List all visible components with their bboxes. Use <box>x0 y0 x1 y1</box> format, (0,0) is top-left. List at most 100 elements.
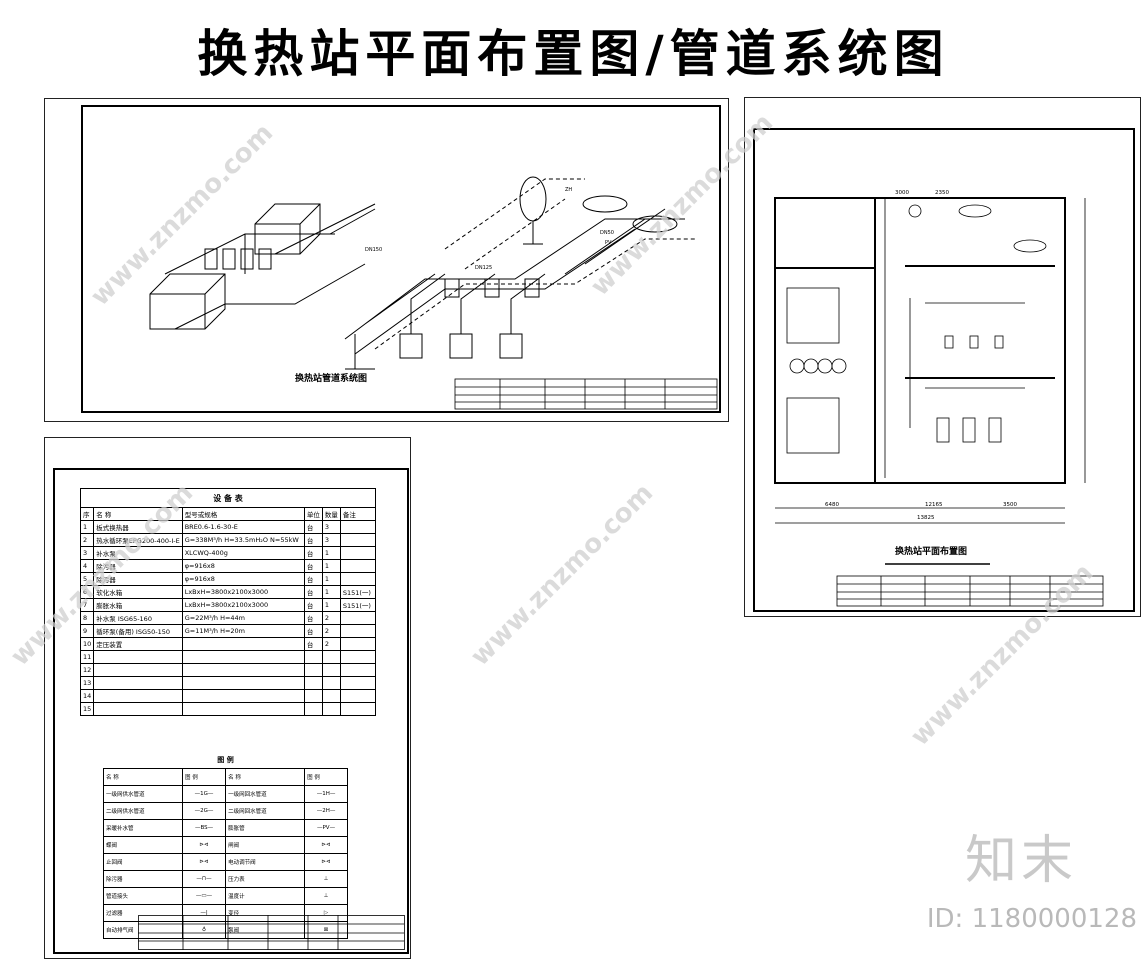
table-cell: 11 <box>79 650 95 664</box>
table-cell: 2 <box>321 637 341 651</box>
table-cell <box>303 702 323 716</box>
legend-header: 图 例 <box>304 768 348 786</box>
table-cell <box>339 702 377 716</box>
header-cell: 备注 <box>339 507 377 521</box>
table-cell <box>93 663 183 677</box>
plan-dim: 13825 <box>917 515 935 521</box>
table-cell: 台 <box>303 533 323 547</box>
table-row: 13 <box>79 676 377 690</box>
table-cell: LxBxH=3800x2100x3000 <box>181 585 305 599</box>
legend-row: 自动排气阀♁泵阀⊠ <box>103 921 348 939</box>
legend-header: 名 称 <box>103 768 183 786</box>
table-cell: 2 <box>321 624 341 638</box>
legend-cell: 闸阀 <box>225 836 306 854</box>
legend-cell: ⊳⊲ <box>181 853 227 871</box>
table-cell: 13 <box>79 676 95 690</box>
table-cell: 2 <box>79 533 95 547</box>
table-cell: 6 <box>79 585 95 599</box>
pipe-label: DN150 <box>365 247 382 253</box>
table-cell: 3 <box>79 546 95 560</box>
pipe-label: PV <box>605 240 612 246</box>
legend-cell: ⊥ <box>304 887 348 905</box>
table-cell: LxBxH=3800x2100x3000 <box>181 598 305 612</box>
table-cell: 循环泵(备用) ISG50-150 <box>93 624 183 638</box>
table-cell: 14 <box>79 689 95 703</box>
table-cell <box>339 572 377 586</box>
legend-cell: 一级网供水管道 <box>103 785 183 803</box>
floor-plan-caption: 换热站平面布置图 <box>895 545 967 557</box>
legend-cell: 止回阀 <box>103 853 183 871</box>
legend-row: 除污器—⊓—压力表⊥ <box>103 870 348 888</box>
table-cell: 1 <box>321 546 341 560</box>
legend-cell: —1H— <box>304 785 348 803</box>
table-cell <box>181 689 305 703</box>
pipe-label: DN125 <box>475 265 492 271</box>
table-cell <box>303 676 323 690</box>
legend-row: 蝶阀⊳⊲闸阀⊳⊲ <box>103 836 348 854</box>
pipe-system-sheet: 换热站管道系统图 DN150 DN125 PV ZH DN50 <box>44 98 729 422</box>
table-cell <box>321 689 341 703</box>
table-cell: 12 <box>79 663 95 677</box>
table-cell: XLCWQ-400g <box>181 546 305 560</box>
header-cell: 序 <box>79 507 95 521</box>
pipe-label: ZH <box>565 187 572 193</box>
table-cell: 1 <box>321 559 341 573</box>
table-cell: G=22M³/h H=44m <box>181 611 305 625</box>
table-cell <box>181 702 305 716</box>
table-cell <box>303 663 323 677</box>
table-cell <box>339 559 377 573</box>
table-row: 15 <box>79 702 377 716</box>
table-cell: G=11M³/h H=20m <box>181 624 305 638</box>
legend-row: 一级网供水管道—1G—一级网回水管道—1H— <box>103 785 348 803</box>
legend-cell: 二级网回水管道 <box>225 802 306 820</box>
page-title: 换热站平面布置图/管道系统图 <box>197 24 950 83</box>
brand-id: ID: 1180000128 <box>926 904 1137 934</box>
legend-cell: ⊳⊲ <box>304 853 348 871</box>
table-cell: 台 <box>303 585 323 599</box>
legend-title: 图 例 <box>217 756 234 764</box>
legend-header: 名 称 <box>225 768 306 786</box>
legend-cell: —PV— <box>304 819 348 837</box>
table-row: 14 <box>79 689 377 703</box>
table-cell: 2 <box>321 611 341 625</box>
legend-cell: 压力表 <box>225 870 306 888</box>
table-row: 12 <box>79 663 377 677</box>
table-cell <box>321 663 341 677</box>
legend-cell: 蝶阀 <box>103 836 183 854</box>
watermark: www.znzmo.com <box>465 478 660 672</box>
table-cell <box>321 676 341 690</box>
table-cell <box>339 689 377 703</box>
table-cell: 台 <box>303 559 323 573</box>
legend-cell: ⊳⊲ <box>304 836 348 854</box>
table-cell: S151(一) <box>339 598 377 612</box>
plan-dim: 12165 <box>925 502 943 508</box>
legend-table: 图 例 名 称 图 例 名 称 图 例 一级网供水管道—1G—一级网回水管道—1… <box>103 752 348 939</box>
header-cell: 数量 <box>321 507 341 521</box>
header-cell: 型号或规格 <box>181 507 305 521</box>
table-header-row: 序 名 称 型号或规格 单位 数量 备注 <box>79 507 377 521</box>
legend-cell: —2G— <box>181 802 227 820</box>
table-cell: 3 <box>321 520 341 534</box>
table-cell: 1 <box>79 520 95 534</box>
legend-cell: 管道接头 <box>103 887 183 905</box>
table-cell <box>321 702 341 716</box>
legend-cell: ⊳⊲ <box>181 836 227 854</box>
table-cell <box>321 650 341 664</box>
legend-row: 过滤器—|变径▷ <box>103 904 348 922</box>
brand-logo-text: 知末 <box>964 831 1077 891</box>
table-cell <box>339 624 377 638</box>
table-cell: 3 <box>321 533 341 547</box>
floor-plan-drawing: 3000 2350 6480 12165 13825 3500 换热站平面布置图 <box>774 190 1104 607</box>
table-cell: S151(一) <box>339 585 377 599</box>
table-cell <box>303 689 323 703</box>
legend-row: 二级网供水管道—2G—二级网回水管道—2H— <box>103 802 348 820</box>
legend-header: 图 例 <box>181 768 227 786</box>
table-cell <box>181 637 305 651</box>
